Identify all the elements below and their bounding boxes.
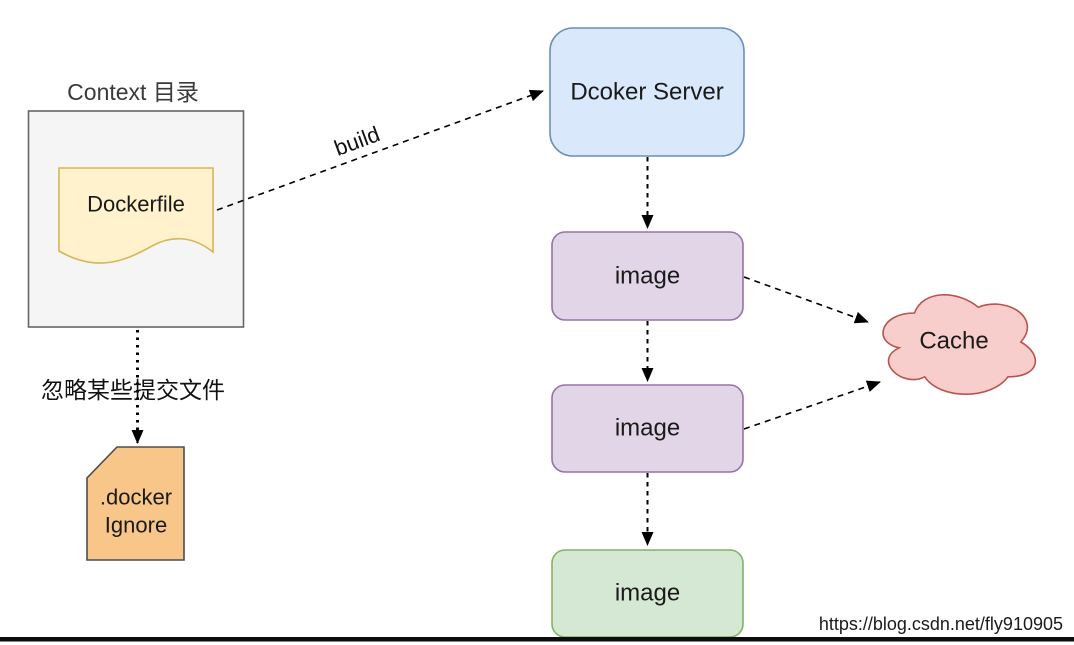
dockerignore-label-line2: Ignore xyxy=(105,513,167,538)
image1-to-cache-arrow xyxy=(743,276,869,324)
image2-node xyxy=(551,384,744,473)
docker-server-label: Dcoker Server xyxy=(570,79,723,106)
cache-cloud xyxy=(882,294,1037,395)
build-arrow-label: build xyxy=(331,121,383,161)
ignore-caption: 忽略某些提交文件 xyxy=(41,377,225,403)
image2-label: image xyxy=(615,415,680,442)
context-directory-title: Context 目录 xyxy=(67,79,199,105)
build-arrow xyxy=(216,89,544,211)
dockerignore-file-shape xyxy=(86,446,185,561)
image1-node xyxy=(551,231,744,321)
watermark-text: https://blog.csdn.net/fly910905 xyxy=(819,614,1063,634)
image1-label: image xyxy=(615,263,680,290)
cache-label: Cache xyxy=(919,328,988,355)
bottom-border-line xyxy=(0,637,1074,642)
dockerfile-label: Dockerfile xyxy=(87,192,185,217)
dockerignore-label-line1: .docker xyxy=(100,485,172,510)
docker-server-node xyxy=(549,27,745,157)
image2-to-cache-arrow xyxy=(743,380,881,430)
dockerfile-document-shape xyxy=(58,167,214,264)
image3-label: image xyxy=(615,580,680,607)
